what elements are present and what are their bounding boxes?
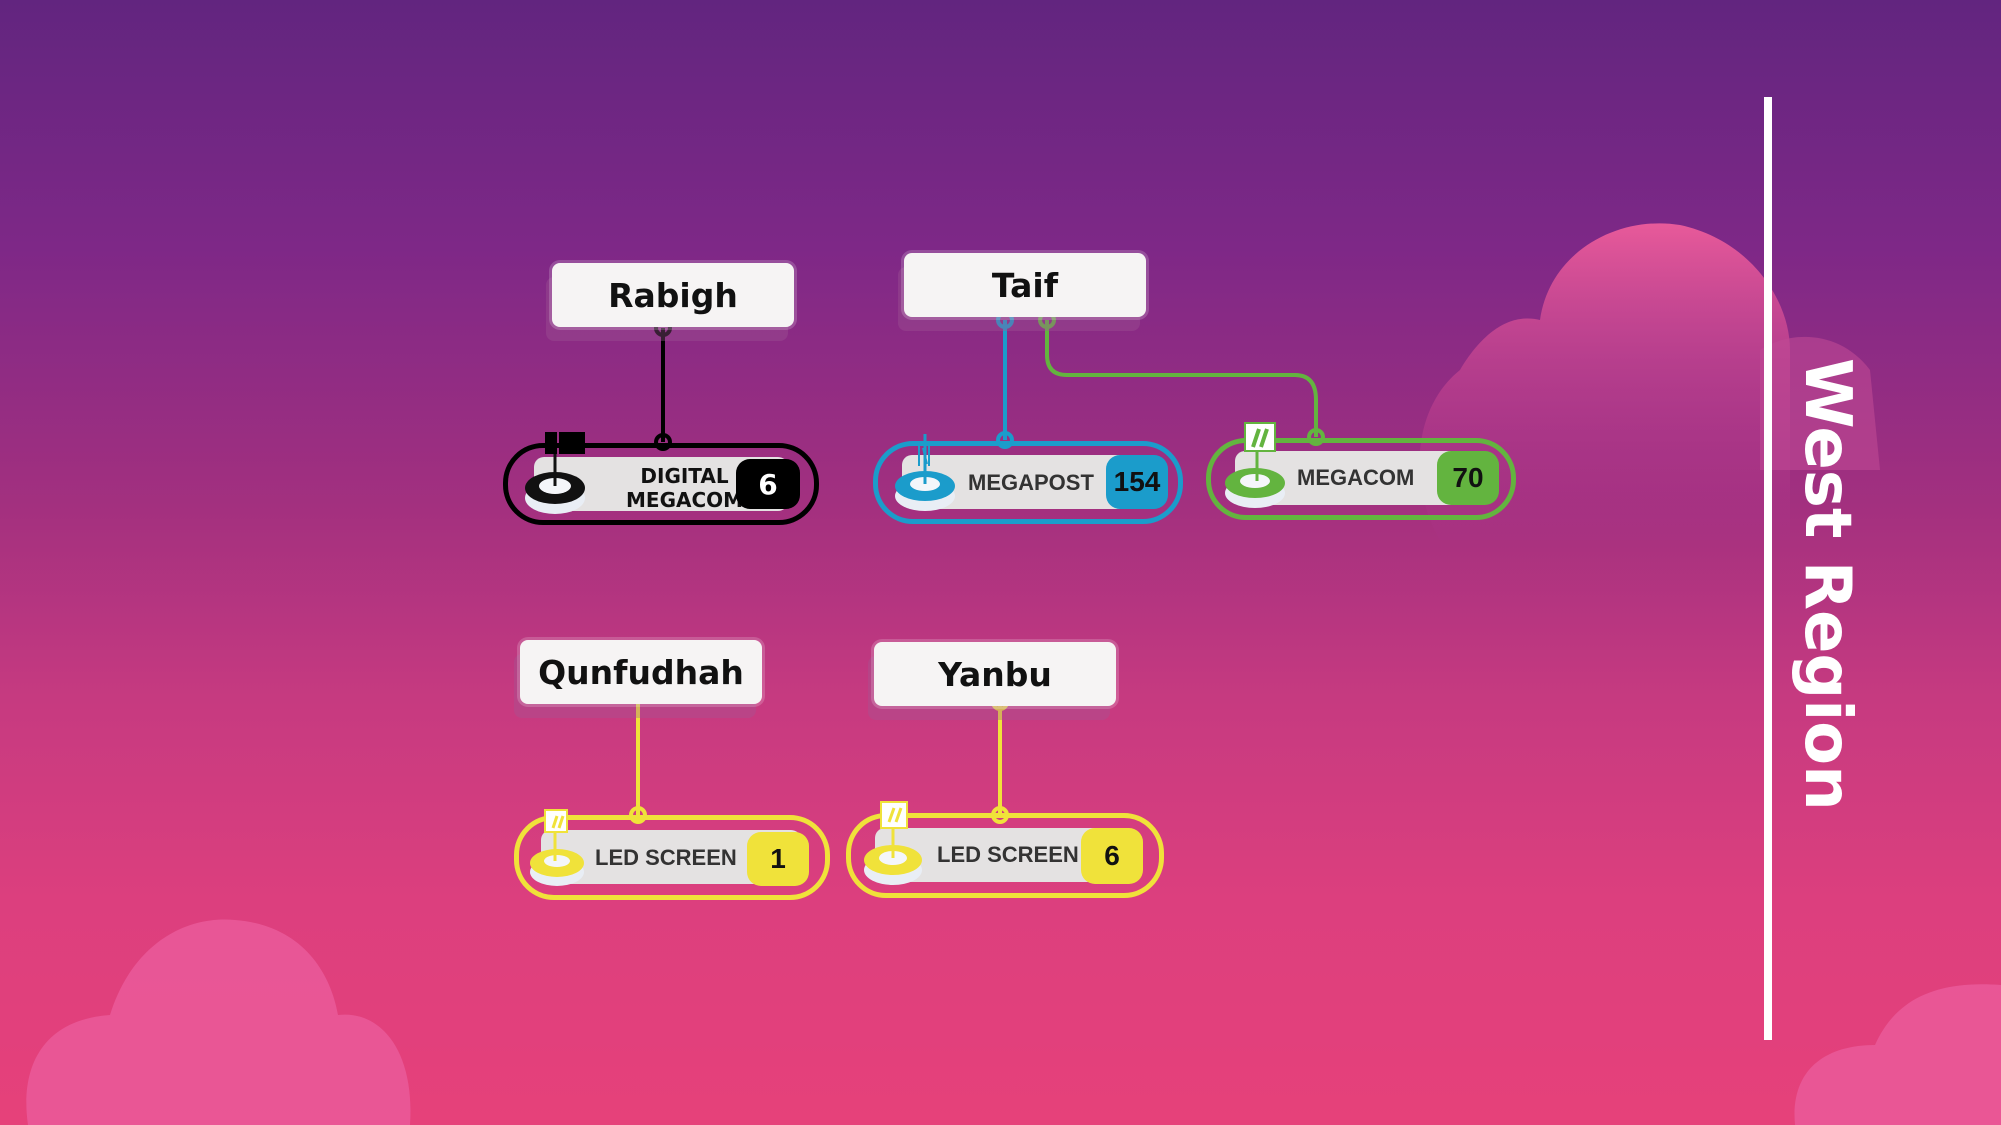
led-screen-icon	[864, 801, 922, 885]
count-badge: 6	[1081, 828, 1143, 884]
media-item-megapost[interactable]: MEGAPOST 154	[873, 434, 1183, 524]
wire-qunfudhah	[629, 684, 647, 824]
media-label-line1: DIGITAL	[640, 464, 729, 488]
media-item-led-screen[interactable]: LED SCREEN 6	[846, 801, 1164, 898]
media-item-led-screen[interactable]: LED SCREEN 1	[514, 809, 830, 900]
count-badge: 70	[1437, 451, 1499, 505]
media-item-megacom[interactable]: MEGACOM 70	[1206, 422, 1516, 520]
flag-icon	[525, 432, 585, 514]
count-badge: 154	[1106, 455, 1168, 509]
wire-taif-megapost	[996, 311, 1014, 449]
media-item-digital-megacom[interactable]: DIGITAL MEGACOM 6	[503, 432, 819, 525]
wire-rabigh	[654, 319, 672, 451]
count-badge: 1	[747, 832, 809, 886]
cloud-decoration	[26, 919, 411, 1125]
city-label-rabigh: Rabigh	[552, 263, 794, 327]
wire-yanbu	[991, 693, 1009, 824]
cloud-decoration	[1760, 336, 1880, 470]
billboard-icon	[1225, 422, 1285, 508]
region-title: West Region	[1790, 358, 1864, 811]
count-badge: 6	[736, 459, 800, 509]
city-label-qunfudhah: Qunfudhah	[520, 640, 762, 704]
megapost-icon	[895, 434, 955, 511]
media-label: LED SCREEN	[937, 842, 1079, 867]
cloud-decoration	[1794, 984, 2001, 1125]
media-label-line2: MEGACOM	[626, 488, 744, 512]
media-label: MEGACOM	[1297, 465, 1415, 490]
vertical-divider	[1764, 97, 1772, 1040]
city-label-taif: Taif	[904, 253, 1146, 317]
city-label-yanbu: Yanbu	[874, 642, 1116, 706]
media-label: MEGAPOST	[968, 470, 1094, 495]
led-screen-icon	[530, 809, 584, 886]
media-label: LED SCREEN	[595, 845, 737, 870]
